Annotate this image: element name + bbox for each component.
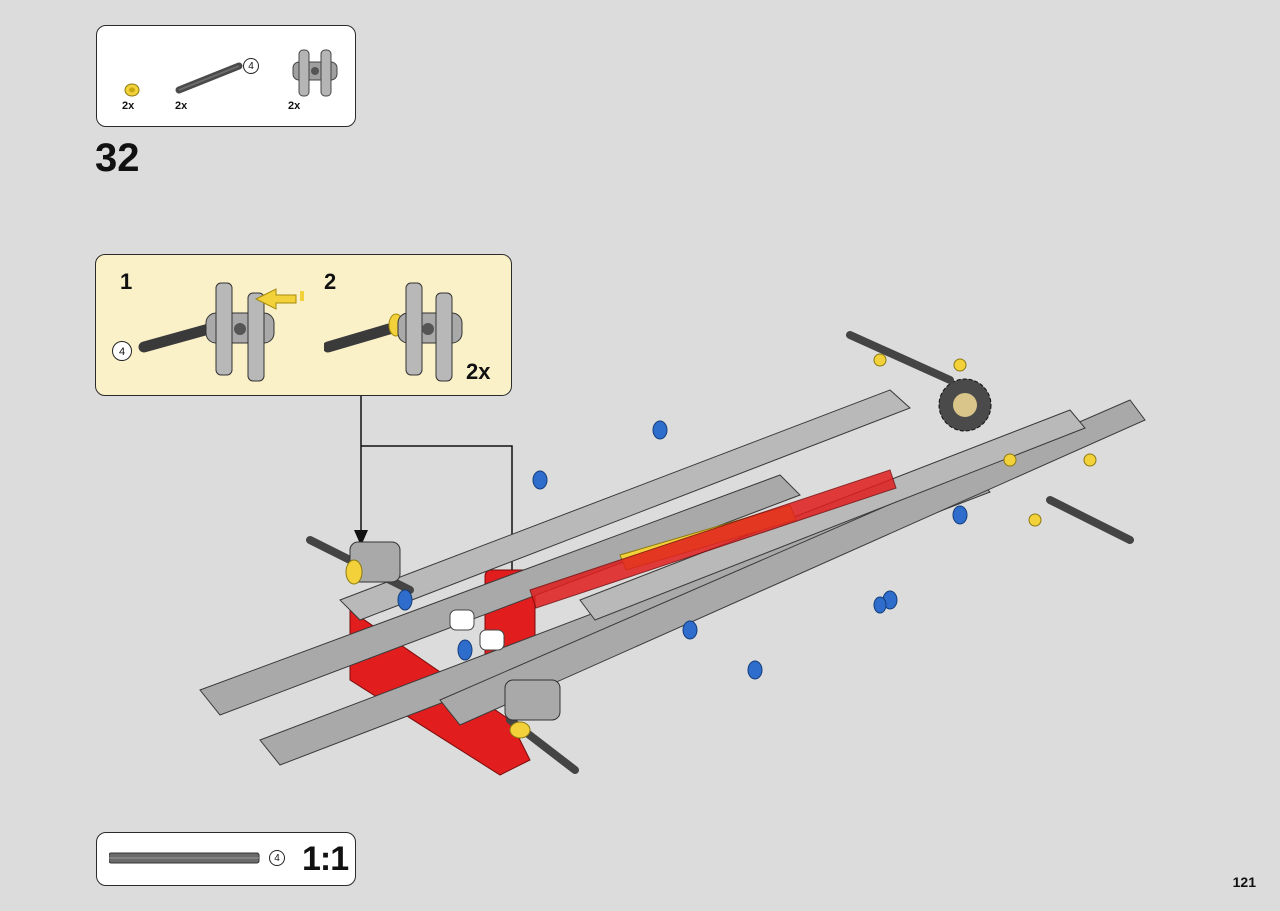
substep-1-number: 1	[120, 269, 133, 294]
axle-connector-icon	[292, 49, 338, 97]
axle-scale-icon	[109, 852, 260, 864]
part-qty-1: 2x	[122, 100, 135, 112]
red-drive-shaft	[529, 469, 897, 609]
substep-2-number: 2	[324, 269, 337, 294]
chassis-illustration	[199, 331, 1146, 776]
parts-list-box: 2x 2x 4 2x	[96, 25, 356, 127]
step-number: 32	[95, 136, 140, 180]
scale-ratio: 1:1	[302, 840, 349, 878]
axle-length-badge: 4	[112, 341, 132, 361]
insert-arrow-icon	[254, 288, 297, 310]
axle-icon	[175, 62, 243, 94]
part-qty-2: 2x	[175, 100, 188, 112]
yellow-pins	[873, 353, 1097, 527]
left-long-beam	[199, 474, 801, 716]
substep-1-illustration	[138, 282, 304, 382]
inner-beam-2	[579, 409, 1086, 621]
page-number: 121	[1232, 874, 1256, 890]
part-qty-3: 2x	[288, 100, 301, 112]
substep-multiplier: 2x	[466, 359, 491, 384]
yellow-bush-icon	[124, 83, 140, 97]
part-length-badge: 4	[243, 58, 259, 74]
scale-box: 4	[96, 832, 356, 886]
sub-assembly-callout: 1 2 4 2x	[95, 254, 512, 396]
inner-beam-1	[339, 389, 911, 621]
substep-2-illustration	[324, 282, 463, 382]
scale-length-badge: 4	[269, 850, 285, 866]
blue-pins	[397, 420, 968, 680]
